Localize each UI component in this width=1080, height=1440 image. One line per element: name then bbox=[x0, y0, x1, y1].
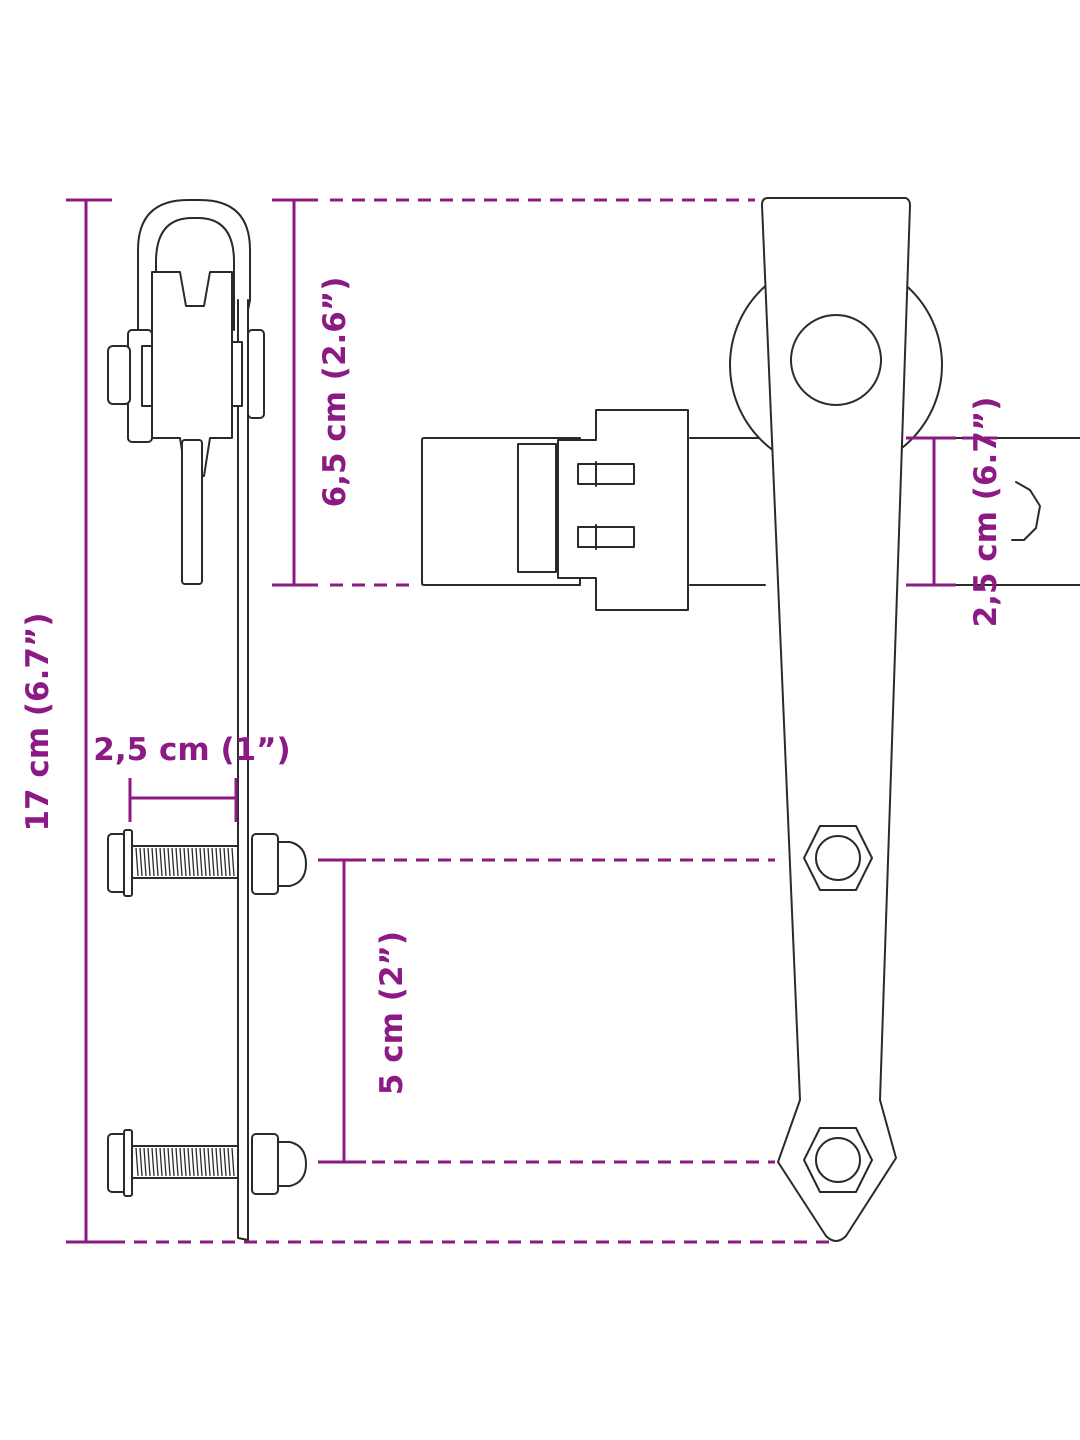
bolt-upper bbox=[107, 829, 307, 897]
hex-nut-lower bbox=[803, 1127, 873, 1193]
bolt-thread bbox=[163, 847, 167, 877]
bolt-thread bbox=[183, 1147, 187, 1177]
bolt-thread bbox=[231, 1147, 235, 1177]
bolt-thread bbox=[215, 847, 219, 877]
bolt-thread bbox=[143, 1147, 147, 1177]
bolt-thread bbox=[139, 847, 143, 877]
bolt-thread bbox=[219, 1147, 223, 1177]
bolt-thread bbox=[223, 1147, 227, 1177]
bolt-thread bbox=[195, 847, 199, 877]
bolt-thread bbox=[139, 1147, 143, 1177]
label-total-height: 17 cm (6.7”) bbox=[20, 612, 56, 831]
bolt-thread bbox=[191, 1147, 195, 1177]
label-bolt-spacing: 5 cm (2”) bbox=[374, 931, 410, 1095]
bolt-thread bbox=[203, 847, 207, 877]
label-bolt-length: 2,5 cm (1”) bbox=[93, 732, 290, 768]
bolt-thread bbox=[223, 847, 227, 877]
dimension-wheel-height bbox=[272, 198, 755, 587]
bolt-thread bbox=[167, 847, 171, 877]
front-view-hanger bbox=[421, 197, 1080, 1242]
bolt-thread bbox=[203, 1147, 207, 1177]
bolt-thread bbox=[227, 1147, 231, 1177]
anti-jump-hook bbox=[1011, 481, 1041, 541]
label-wheel-height: 6,5 cm (2.6”) bbox=[317, 277, 353, 508]
bolt-thread bbox=[147, 1147, 151, 1177]
hanger-arm bbox=[761, 197, 911, 1242]
bolt-thread bbox=[179, 1147, 183, 1177]
side-view-hanger bbox=[107, 199, 307, 1241]
bolt-thread bbox=[147, 847, 151, 877]
bolt-thread bbox=[175, 1147, 179, 1177]
bolt-thread bbox=[151, 1147, 155, 1177]
bolt-thread bbox=[211, 847, 215, 877]
bolt-thread bbox=[151, 847, 155, 877]
bolt-thread bbox=[227, 847, 231, 877]
label-rail-height: 2,5 cm (6.7”) bbox=[968, 397, 1004, 628]
hex-nut-upper bbox=[803, 825, 873, 891]
axle-hole bbox=[790, 314, 882, 406]
bolt-thread bbox=[183, 847, 187, 877]
bolt-thread bbox=[159, 1147, 163, 1177]
bolt-thread bbox=[191, 847, 195, 877]
bolt-thread bbox=[179, 847, 183, 877]
dimension-bolt-spacing bbox=[318, 858, 775, 1164]
axle-spacer-right bbox=[231, 341, 243, 407]
bolt-thread bbox=[207, 1147, 211, 1177]
bolt-thread bbox=[155, 1147, 159, 1177]
bolt-thread bbox=[219, 847, 223, 877]
axle-spacer-left bbox=[141, 345, 153, 407]
axle-washer-right bbox=[247, 329, 265, 419]
bolt-thread bbox=[187, 847, 191, 877]
bolt-thread bbox=[163, 1147, 167, 1177]
bolt-thread bbox=[135, 1147, 139, 1177]
bolt-thread bbox=[135, 847, 139, 877]
bolt-thread bbox=[175, 847, 179, 877]
bolt-thread bbox=[143, 847, 147, 877]
dimension-bolt-length bbox=[128, 778, 238, 822]
bolt-thread bbox=[195, 1147, 199, 1177]
dimension-total-height bbox=[66, 198, 830, 1244]
bolt-thread bbox=[199, 847, 203, 877]
bolt-thread bbox=[171, 1147, 175, 1177]
bolt-thread bbox=[159, 847, 163, 877]
bolt-lower bbox=[107, 1129, 307, 1197]
bolt-thread bbox=[211, 1147, 215, 1177]
axle-nut-left bbox=[107, 345, 131, 405]
bolt-thread bbox=[199, 1147, 203, 1177]
side-plate bbox=[237, 299, 249, 1241]
bolt-thread bbox=[187, 1147, 191, 1177]
rail-stopper bbox=[421, 409, 689, 611]
wheel-block bbox=[151, 271, 233, 477]
bolt-thread bbox=[155, 847, 159, 877]
hanger-strap-inner bbox=[155, 217, 235, 343]
bolt-thread bbox=[171, 847, 175, 877]
wheel-stem bbox=[181, 439, 203, 585]
hanger-strap bbox=[137, 199, 251, 343]
bolt-thread bbox=[231, 847, 235, 877]
dimension-rail-height bbox=[906, 436, 1000, 587]
bolt-thread bbox=[215, 1147, 219, 1177]
bolt-thread bbox=[167, 1147, 171, 1177]
bolt-thread bbox=[207, 847, 211, 877]
